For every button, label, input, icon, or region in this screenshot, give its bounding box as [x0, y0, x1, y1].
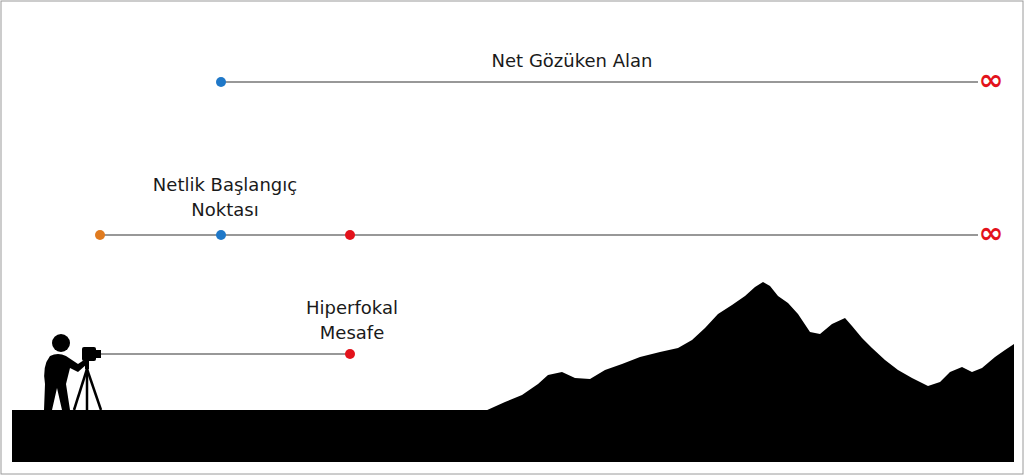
tripod [74, 369, 101, 410]
hyperfocal-label: Hiperfokal Mesafe [296, 295, 408, 345]
near-limit-dot [216, 230, 226, 240]
near-limit-dot [216, 77, 226, 87]
hyperfocal-dot [345, 230, 355, 240]
ground [12, 410, 1014, 462]
hyperfocal-distance-line [100, 353, 350, 354]
infinity-symbol: ∞ [979, 218, 1004, 248]
sharp-range-line [221, 81, 978, 82]
hyperfocal-dot [345, 349, 355, 359]
range-title: Net Gözüken Alan [492, 48, 653, 73]
camera-dot [95, 230, 105, 240]
mountain-silhouette [485, 282, 1014, 411]
photographer-figure [44, 334, 101, 410]
near-limit-label: Netlik Başlangıç Noktası [135, 172, 315, 222]
infinity-symbol: ∞ [979, 65, 1004, 95]
focus-range-line [100, 234, 978, 235]
